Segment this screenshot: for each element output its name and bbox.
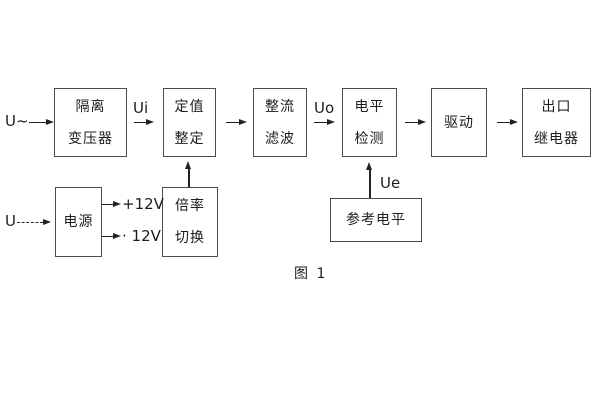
block-label-line: 整定 — [174, 130, 205, 147]
signal-label-ui: Ui — [133, 99, 149, 117]
signal-label-uo: Uo — [314, 99, 335, 117]
signal-label-plus-12v: +12V — [122, 195, 164, 213]
block-label-line: 定值 — [174, 98, 205, 115]
signal-label-ue: Ue — [380, 174, 401, 192]
block-label-line: 电源 — [63, 214, 94, 230]
block-level-detection: 电平 检测 — [342, 88, 397, 157]
block-label-line: 变压器 — [68, 130, 113, 147]
block-reference-level: 参考电平 — [330, 198, 422, 242]
arrow-value-setting-to-rectifier-filter — [226, 118, 247, 125]
arrow-level-detection-to-drive — [405, 118, 426, 125]
block-label-line: 滤波 — [265, 130, 295, 147]
arrow-ui-isolation-to-value-setting — [134, 118, 154, 125]
block-power-supply: 电源 — [55, 187, 102, 257]
block-output-relay: 出口 继电器 — [522, 88, 591, 157]
block-drive: 驱动 — [431, 88, 487, 157]
block-label-line: 隔离 — [75, 98, 106, 115]
arrow-ac-input-to-isolation-transformer — [29, 118, 54, 125]
block-label-line: 参考电平 — [346, 212, 406, 228]
block-label-line: 电平 — [354, 98, 385, 115]
block-label-line: 倍率 — [175, 198, 205, 214]
arrow-power-supply-minus-12v — [102, 233, 121, 240]
arrow-dc-input-to-power-supply — [17, 218, 51, 225]
arrow-drive-to-output-relay — [497, 118, 518, 125]
block-label-line: 切换 — [175, 230, 205, 246]
arrow-uo-rectifier-to-level-detection — [314, 118, 335, 125]
signal-label-minus-12v: · 12V — [122, 227, 161, 245]
block-label-line: 整流 — [265, 98, 295, 115]
arrow-ue-reference-to-level-detection — [366, 162, 372, 198]
block-ratio-switch: 倍率 切换 — [162, 187, 218, 257]
block-label-line: 驱动 — [444, 114, 474, 131]
block-label-line: 继电器 — [534, 130, 579, 147]
block-rectifier-filter: 整流 滤波 — [253, 88, 307, 157]
arrow-ratio-switch-to-value-setting — [185, 161, 191, 187]
block-isolation-transformer: 隔离 变压器 — [54, 88, 127, 157]
signal-label-ac-input: U~ — [5, 112, 29, 130]
signal-label-dc-input: U — [5, 212, 16, 230]
block-label-line: 出口 — [541, 98, 572, 115]
block-label-line: 检测 — [354, 130, 385, 147]
arrow-power-supply-plus-12v — [102, 201, 121, 208]
figure-caption: 图 1 — [294, 266, 328, 282]
block-value-setting: 定值 整定 — [163, 88, 216, 157]
